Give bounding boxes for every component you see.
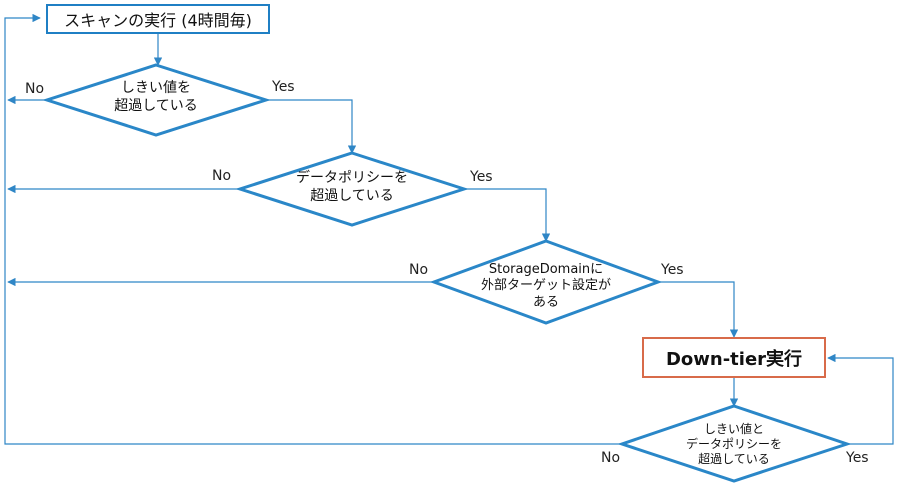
d4-no-label: No [601, 450, 621, 466]
d3-no-label: No [409, 262, 429, 278]
decision-data-policy-text: データポリシーを 超過している [272, 170, 432, 205]
decision-external-target-line3: ある [532, 294, 559, 310]
connector-d3-yes [658, 281, 739, 338]
d2-yes-label: Yes [470, 169, 493, 185]
connector-d1-yes [266, 99, 357, 154]
d3-yes-label: Yes [661, 262, 684, 278]
start-scan-box: スキャンの実行 (4時間毎) [46, 4, 270, 34]
decision-threshold-line1: しきい値を [121, 80, 191, 96]
decision-threshold-line2: 超過している [114, 97, 198, 114]
d2-no-label: No [212, 168, 232, 184]
down-tier-action-box: Down-tier実行 [642, 337, 826, 378]
d1-no-label: No [25, 81, 45, 97]
decision-data-policy-line1: データポリシーを [296, 170, 408, 186]
decision-threshold-text: しきい値を 超過している [96, 80, 216, 115]
decision-threshold-and-policy-line2: データポリシーを [685, 437, 782, 451]
decision-external-target-line1: StorageDomainに [488, 262, 604, 277]
connector-d4-no-return [4, 13, 622, 445]
decision-external-target-diamond [429, 239, 663, 325]
decision-data-policy-diamond [235, 151, 469, 227]
connector-d4-yes-loop [827, 353, 894, 445]
decision-threshold-and-policy-line3: 超過している [698, 452, 770, 466]
d4-yes-label: Yes [846, 450, 869, 466]
decision-threshold-and-policy-text: しきい値と データポリシーを 超過している [664, 422, 804, 467]
down-tier-action-label: Down-tier実行 [665, 348, 803, 370]
decision-threshold-and-policy-diamond [617, 404, 852, 483]
decision-threshold-diamond [42, 63, 271, 137]
decision-external-target-text: StorageDomainに 外部ターゲット設定が ある [466, 262, 626, 311]
decision-data-policy-line2: 超過している [310, 187, 394, 204]
d1-yes-label: Yes [272, 79, 295, 95]
connector-d2-yes [464, 188, 551, 242]
decision-threshold-and-policy-line1: しきい値と [703, 422, 764, 436]
start-scan-label: スキャンの実行 (4時間毎) [64, 11, 252, 30]
decision-external-target-line2: 外部ターゲット設定が [480, 278, 611, 294]
